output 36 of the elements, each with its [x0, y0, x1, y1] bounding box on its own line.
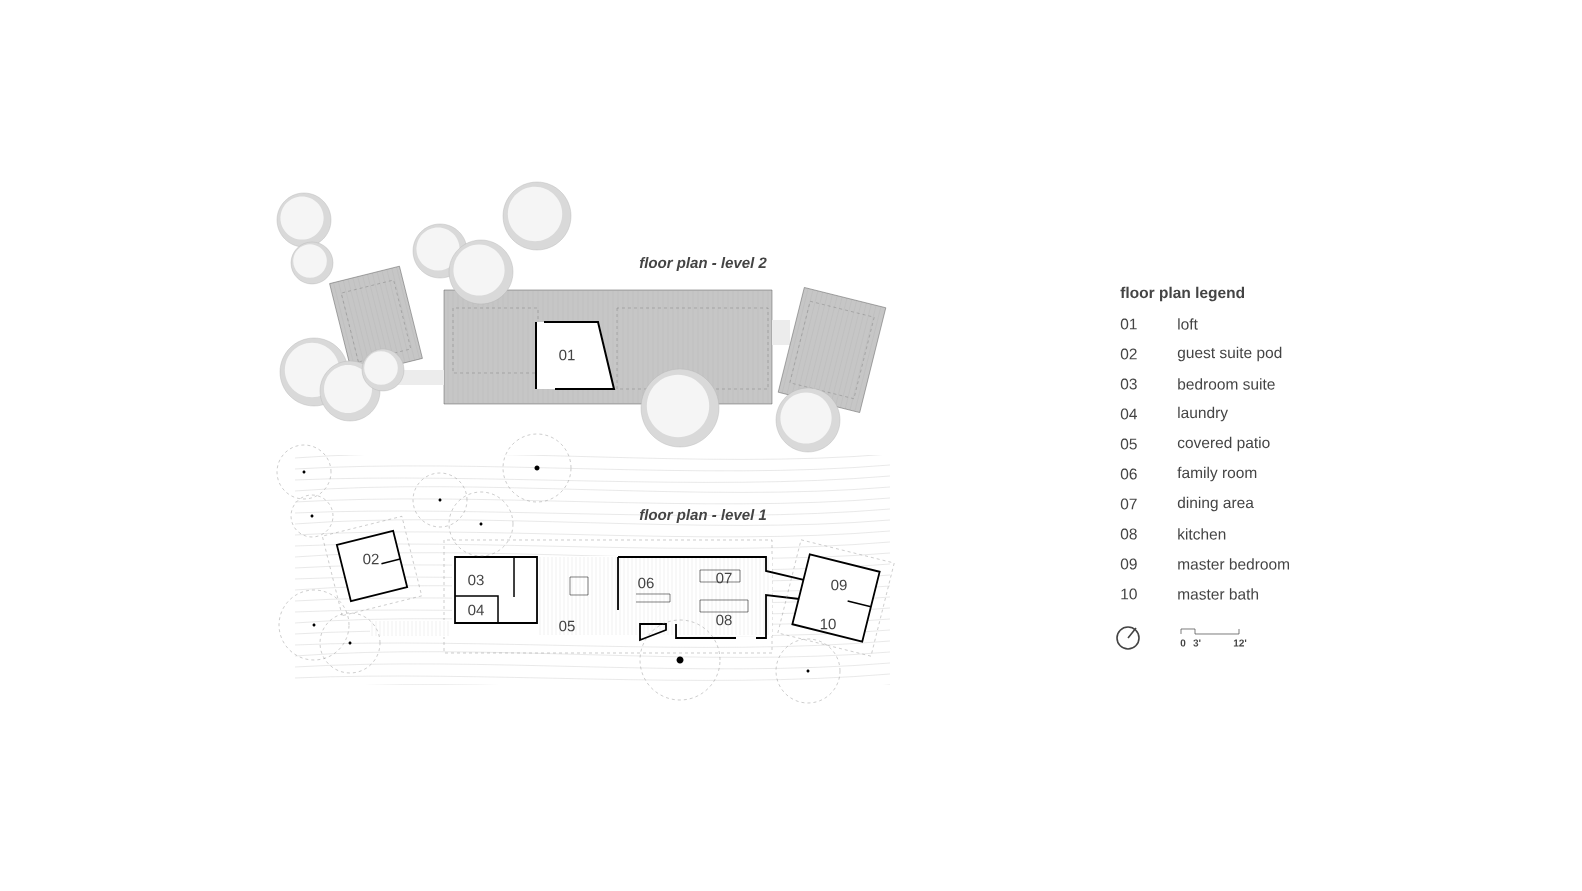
legend-entry: 02 [1120, 348, 1137, 360]
legend-entry: 04 [1120, 408, 1137, 420]
legend-entry: family room [1177, 466, 1257, 482]
legend-entry: 05 [1120, 438, 1137, 450]
scale-label: 0 [1180, 639, 1186, 647]
plan-title: floor plan - level 2 [639, 257, 767, 271]
scale-label: 3' [1193, 639, 1201, 647]
room-number: 07 [716, 572, 732, 584]
legend-entry: kitchen [1178, 528, 1226, 540]
legend-entry: guest suite pod [1177, 346, 1282, 362]
room-number: 02 [363, 553, 379, 565]
legend-entry: covered patio [1177, 436, 1270, 452]
legend-entry: laundry [1178, 406, 1228, 422]
room-number: 05 [559, 620, 575, 632]
legend-entry: 10 [1121, 588, 1137, 600]
legend-entry: master bedroom [1178, 558, 1289, 570]
legend-entry: 08 [1120, 528, 1137, 540]
legend-entry: 09 [1120, 558, 1137, 570]
legend-entry: dining area [1177, 496, 1254, 512]
legend-entry: 01 [1120, 318, 1137, 330]
room-number: 08 [716, 614, 732, 626]
room-number: 09 [831, 579, 847, 591]
legend-entry: loft [1178, 318, 1198, 330]
room-number: 03 [468, 574, 484, 586]
legend-entry: 03 [1120, 378, 1137, 390]
legend-entry: 06 [1120, 468, 1137, 480]
room-number: 06 [638, 577, 654, 589]
legend-entry: master bath [1178, 588, 1258, 600]
legend-entry: 07 [1120, 498, 1137, 510]
room-number: 04 [468, 604, 484, 616]
scale-label: 12' [1233, 639, 1247, 647]
plan-title: floor plan - level 1 [639, 509, 766, 523]
legend-entry: bedroom suite [1178, 378, 1275, 390]
room-number: 10 [820, 618, 836, 630]
legend-heading: floor plan legend [1120, 286, 1245, 302]
room-number: 01 [559, 349, 575, 361]
